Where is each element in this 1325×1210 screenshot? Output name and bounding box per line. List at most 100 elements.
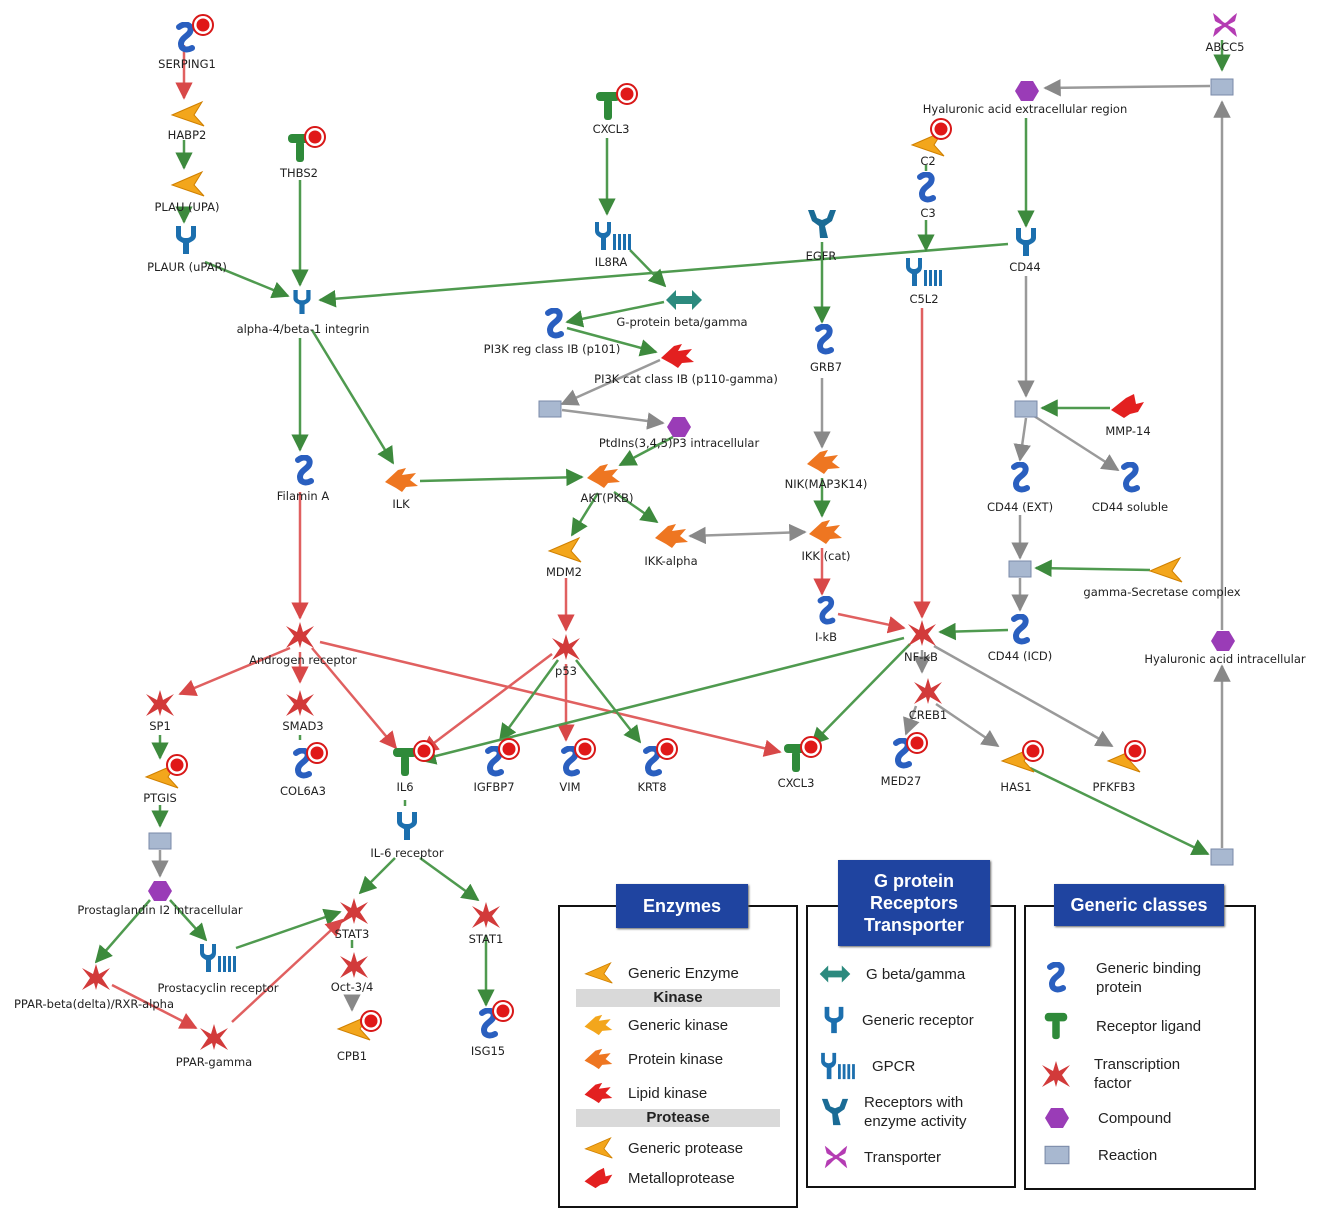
abcc5-node[interactable] <box>1213 13 1237 37</box>
label-ppard: PPAR-beta(delta)/RXR-alpha <box>14 997 174 1011</box>
label-vim: VIM <box>559 780 580 794</box>
reaction-node[interactable] <box>1210 848 1234 866</box>
edge-reaction-cd44ext <box>1013 417 1031 462</box>
legend-label: Generic Enzyme <box>628 964 739 982</box>
legend-label-line1: Generic binding <box>1096 960 1202 977</box>
legend-label-line1: Transcription <box>1094 1056 1181 1073</box>
legend-kinase-band: Kinase <box>576 989 780 1007</box>
smad3-node[interactable] <box>286 690 314 716</box>
legend-generic-receptor: Generic receptor <box>820 1005 974 1035</box>
generic-kinase-icon <box>582 1013 614 1037</box>
edge-pi3kcat-reaction <box>560 358 661 406</box>
edge-gsec-reaction <box>1034 559 1151 578</box>
cd44icd-node[interactable] <box>1014 617 1027 642</box>
edge-p53-igfbp7 <box>498 659 560 742</box>
plau-node[interactable] <box>171 171 205 197</box>
serping1-node[interactable] <box>179 25 192 50</box>
nfkb-node[interactable] <box>908 620 936 646</box>
akt-node[interactable] <box>587 464 620 488</box>
legend-label: Transcription factor <box>1094 1055 1180 1093</box>
legend-gpcr-title: G protein Receptors Transporter <box>838 860 990 946</box>
reaction-node[interactable] <box>1008 560 1032 578</box>
habp2-node[interactable] <box>171 101 205 127</box>
il8ra-node[interactable] <box>595 222 631 250</box>
egfr-node[interactable] <box>808 210 836 238</box>
binding-protein-icon <box>1044 962 1068 994</box>
gsec-node[interactable] <box>1149 557 1183 583</box>
gprot-node[interactable] <box>666 290 702 310</box>
reaction-node[interactable] <box>148 832 172 850</box>
ipr-node[interactable] <box>200 944 236 972</box>
plaur-node[interactable] <box>176 226 196 254</box>
reaction-node[interactable] <box>1014 400 1038 418</box>
cd44-node[interactable] <box>1016 228 1036 256</box>
legend-gpcr-title-line3: Transporter <box>863 915 965 935</box>
reaction-node[interactable] <box>538 400 562 418</box>
ptdins-node[interactable] <box>667 417 691 437</box>
label-ilk: ILK <box>392 497 410 511</box>
ha-intra-node[interactable] <box>1211 631 1235 651</box>
label-stat3: STAT3 <box>335 927 370 941</box>
sp1-node[interactable] <box>146 690 174 716</box>
expression-marker-icon <box>413 740 435 762</box>
expression-marker-icon <box>800 736 822 758</box>
il6r-node[interactable] <box>397 812 417 840</box>
legend-generic-protease: Generic protease <box>582 1136 743 1160</box>
pi3kcat-node[interactable] <box>661 344 694 368</box>
legend-rwea: Receptors with enzyme activity <box>820 1093 967 1131</box>
nik-node[interactable] <box>807 450 840 474</box>
label-cd44icd: CD44 (ICD) <box>988 649 1052 663</box>
label-mmp14: MMP-14 <box>1105 424 1150 438</box>
stat3-node[interactable] <box>340 898 368 924</box>
ikka-node[interactable] <box>655 524 688 548</box>
reaction-node[interactable] <box>1210 78 1234 96</box>
cd44ext-node[interactable] <box>1014 465 1027 490</box>
cd44sol-node[interactable] <box>1124 465 1137 490</box>
pgi2-node[interactable] <box>148 881 172 901</box>
label-creb1: CREB1 <box>909 708 948 722</box>
edge-creb1-med27 <box>903 705 920 736</box>
mmp14-node[interactable] <box>1111 394 1144 418</box>
label-il6: IL6 <box>396 780 413 794</box>
g-beta-gamma-icon <box>818 963 852 985</box>
ar-node[interactable] <box>286 622 314 648</box>
edge-p53-il6 <box>420 653 553 754</box>
label-p53: p53 <box>555 664 577 678</box>
label-nik: NIK(MAP3K14) <box>785 477 868 491</box>
expression-marker-icon <box>492 1000 514 1022</box>
legend-reaction: Reaction <box>1044 1145 1157 1165</box>
ikkcat-node[interactable] <box>809 520 842 544</box>
ppard-node[interactable] <box>82 964 110 990</box>
p53-node[interactable] <box>552 634 580 660</box>
legend-label: Compound <box>1098 1109 1172 1127</box>
label-pfkfb3: PFKFB3 <box>1093 780 1136 794</box>
stat1-node[interactable] <box>472 902 500 928</box>
ikb-node[interactable] <box>820 598 832 621</box>
label-ikkcat: IKK (cat) <box>802 549 851 563</box>
legend-label-line1: Receptors with <box>864 1094 964 1111</box>
filamin-node[interactable] <box>298 458 311 483</box>
reaction-icon <box>1044 1145 1070 1165</box>
pi3kreg-node[interactable] <box>548 311 561 336</box>
oct34-node[interactable] <box>340 952 368 978</box>
grb7-node[interactable] <box>818 327 831 352</box>
a4b1-node[interactable] <box>293 290 311 314</box>
edge-has1-reaction <box>1029 766 1210 856</box>
edge-reaction-ptdins <box>561 408 665 430</box>
label-egfr: EGFR <box>806 249 837 263</box>
label-smad3: SMAD3 <box>282 719 323 733</box>
c5l2-node[interactable] <box>906 258 942 286</box>
pparg-node[interactable] <box>200 1024 228 1050</box>
edge-a4b1-ilk <box>310 329 395 465</box>
metalloprotease-icon <box>582 1166 614 1190</box>
creb1-node[interactable] <box>914 678 942 704</box>
mdm2-node[interactable] <box>548 537 582 563</box>
edge-ikb-nfkb <box>837 612 906 634</box>
expression-marker-icon <box>304 126 326 148</box>
c3-node[interactable] <box>920 175 933 200</box>
edge-il8ra-gprot <box>629 249 667 288</box>
edge-akt-mdm2 <box>570 492 600 537</box>
legend-gpcr-box: G beta/gamma Generic receptor GPCR Recep… <box>806 905 1016 1188</box>
ilk-node[interactable] <box>385 468 418 492</box>
ha-extra-node[interactable] <box>1015 81 1039 101</box>
